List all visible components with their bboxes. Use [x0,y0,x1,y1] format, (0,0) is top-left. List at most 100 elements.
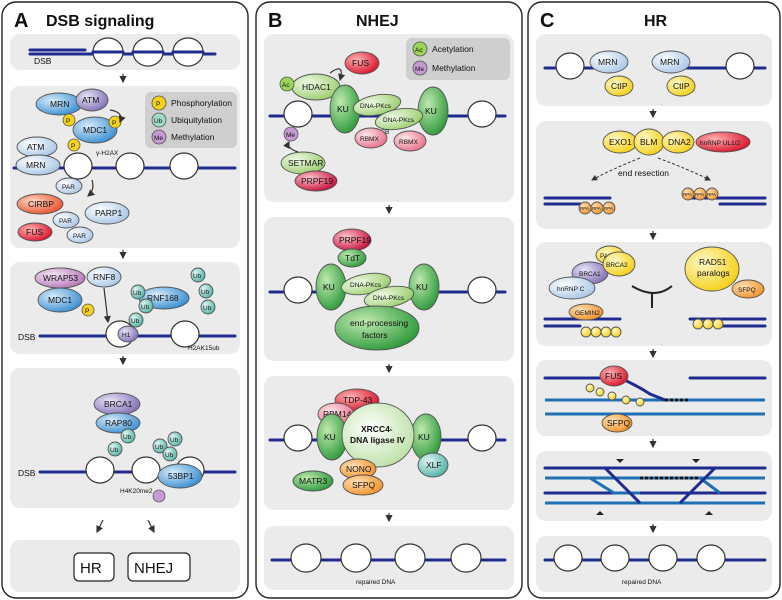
svg-text:Ub: Ub [201,289,210,296]
svg-text:P: P [71,143,75,150]
legend-a [145,92,237,148]
svg-text:CIRBP: CIRBP [28,199,54,209]
svg-text:Methylation: Methylation [171,132,215,142]
svg-text:MATR3: MATR3 [299,476,327,486]
svg-text:Ub: Ub [170,437,179,444]
svg-text:FUS: FUS [605,371,622,381]
svg-text:SFPQ: SFPQ [738,287,756,294]
legend-b [406,38,510,80]
b-step4-box [264,526,514,590]
end-resection-label: end resection [618,168,669,178]
svg-text:Ub: Ub [165,452,174,459]
svg-text:Ub: Ub [193,273,202,280]
svg-text:DNA-PKcs: DNA-PKcs [360,103,392,110]
svg-text:SETMAR: SETMAR [288,158,323,168]
svg-text:Phosphorylation: Phosphorylation [171,98,232,108]
xrcc4-label-2: DNA ligase IV [350,435,405,445]
svg-text:SFPQ: SFPQ [607,418,631,428]
svg-text:Acetylation: Acetylation [432,44,474,54]
svg-text:FUS: FUS [352,58,369,68]
rad51-paralogs-label-2: paralogs [697,268,730,278]
panel-b-letter: B [268,10,282,32]
svg-text:KU: KU [416,282,428,292]
svg-text:PRPF19: PRPF19 [301,176,333,186]
svg-text:PARP1: PARP1 [95,208,123,218]
svg-text:KU: KU [418,432,430,442]
svg-text:KU: KU [425,106,437,116]
svg-text:FUS: FUS [26,227,43,237]
svg-text:ATM: ATM [82,95,99,105]
svg-text:RAP80: RAP80 [105,418,132,428]
svg-text:Ub: Ub [131,318,140,325]
hr-outcome-box [73,552,115,582]
svg-text:P: P [85,308,89,315]
svg-text:Ub: Ub [133,290,142,297]
svg-text:RNF8: RNF8 [93,272,115,282]
c-step4-box [536,360,772,436]
svg-text:Ac: Ac [282,82,290,89]
svg-text:Me: Me [415,66,424,73]
svg-text:H1: H1 [122,332,131,339]
svg-text:Ub: Ub [141,304,150,311]
svg-text:H2AK15ub: H2AK15ub [188,345,220,352]
svg-text:Ub: Ub [123,434,132,441]
svg-text:WRAP53: WRAP53 [43,273,78,283]
end-processing-label-1: end-processing [350,318,408,328]
svg-text:EXO1: EXO1 [609,137,632,147]
svg-text:SFPQ: SFPQ [352,480,376,490]
svg-text:Me: Me [286,132,295,139]
svg-text:BLM: BLM [640,137,657,147]
panel-c-letter: C [540,10,554,32]
svg-text:H4K20me2: H4K20me2 [120,488,153,495]
svg-text:RPA: RPA [683,192,692,197]
svg-text:ATM: ATM [27,142,44,152]
svg-text:PRPF19: PRPF19 [339,235,371,245]
panel-a-title: DSB signaling [46,13,154,30]
svg-text:RPA: RPA [604,206,613,211]
svg-text:BRCA2: BRCA2 [606,262,628,269]
svg-text:Methylation: Methylation [432,63,476,73]
c-repaired-label: repaired DNA [622,579,662,586]
nhej-outcome-box [127,552,191,582]
svg-text:DSB: DSB [18,332,36,342]
svg-text:CtIP: CtIP [611,81,628,91]
svg-text:RBM14: RBM14 [323,409,352,419]
svg-text:PAR: PAR [59,218,72,225]
svg-text:P: P [156,101,160,108]
svg-text:KU: KU [323,282,335,292]
a-step5-box [10,540,240,592]
svg-text:DNA-PKcs: DNA-PKcs [350,282,382,289]
xrcc4-label-1: XRCC4- [361,424,393,434]
svg-text:MRN: MRN [598,57,617,67]
svg-text:Ub: Ub [203,305,212,312]
svg-text:Ub: Ub [155,444,164,451]
svg-text:P: P [66,118,70,125]
svg-text:RBMX: RBMX [360,136,379,143]
svg-text:HDAC1: HDAC1 [302,82,331,92]
svg-text:KU: KU [324,432,336,442]
svg-text:DSB: DSB [18,468,36,478]
svg-text:RPA: RPA [592,206,601,211]
svg-text:MRN: MRN [26,160,45,170]
svg-text:Ubiquitylation: Ubiquitylation [171,115,222,125]
svg-text:MDC1: MDC1 [83,125,107,135]
svg-text:RBMX: RBMX [399,139,418,146]
svg-text:hnRNP C: hnRNP C [557,286,585,293]
c-step5-box [536,451,772,521]
panel-c-title: HR [644,13,668,30]
svg-text:PAR: PAR [73,233,86,240]
svg-text:Ub: Ub [110,447,119,454]
svg-text:Me: Me [154,135,163,142]
svg-text:TdT: TdT [345,253,360,263]
svg-text:Ac: Ac [415,47,423,54]
svg-text:hnRNP UL1/2: hnRNP UL1/2 [700,140,740,147]
c-step1-box [536,34,772,106]
svg-text:XLF: XLF [426,460,442,470]
a-h2ax-label: γ-H2AX [96,150,119,157]
svg-text:MDC1: MDC1 [48,295,72,305]
svg-text:MRN: MRN [660,57,679,67]
svg-text:Ub: Ub [154,118,163,125]
svg-text:P: P [112,120,116,127]
svg-text:BRCA1: BRCA1 [104,399,133,409]
